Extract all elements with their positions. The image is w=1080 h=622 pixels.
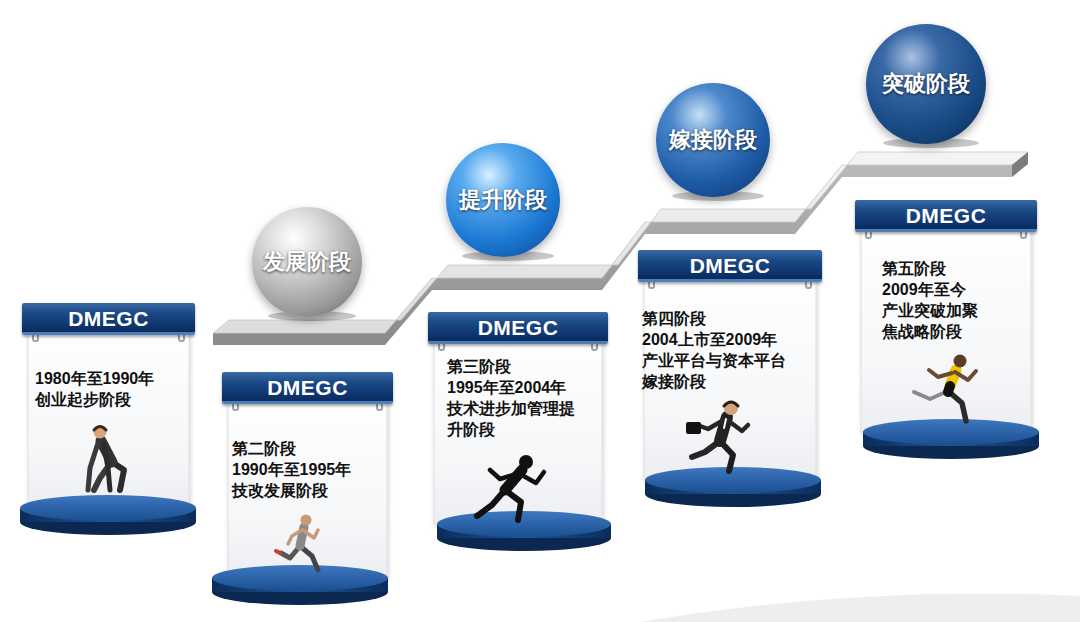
- hair: [724, 402, 738, 406]
- sprinter: [477, 455, 544, 520]
- card-body: 第四阶段2004上市至2009年产业平台与资本平台嫁接阶段: [638, 282, 790, 392]
- disc-top: [20, 495, 196, 521]
- disc-top: [437, 511, 611, 537]
- pedestals: [20, 419, 1039, 605]
- arm: [490, 470, 516, 479]
- arm: [303, 530, 318, 538]
- figures: [88, 355, 976, 571]
- head: [519, 455, 533, 469]
- card-text: 2004上市至2009年: [642, 329, 790, 350]
- card-text: 第二阶段: [232, 438, 380, 459]
- card-text: 1990年至1995年: [232, 459, 380, 480]
- card-text: 第五阶段: [882, 258, 982, 279]
- disc-top: [212, 565, 388, 591]
- pedestal: [20, 495, 196, 535]
- stage-card: DMEGC第五阶段2009年至今产业突破加聚焦战略阶段: [855, 200, 1037, 342]
- disc-top: [863, 419, 1039, 445]
- stage-card: DMEGC第二阶段1990年至1995年技改发展阶段: [222, 372, 393, 501]
- card-text: 2009年至今: [882, 279, 982, 300]
- stage-sphere: 突破阶段: [866, 24, 986, 144]
- card-header: DMEGC: [855, 200, 1037, 232]
- card-header: DMEGC: [638, 250, 822, 282]
- arm: [104, 445, 110, 490]
- shorts: [948, 386, 950, 392]
- sphere-label: 发展阶段: [263, 247, 351, 277]
- step-side: [1012, 152, 1028, 177]
- stage-card: DMEGC第四阶段2004上市至2009年产业平台与资本平台嫁接阶段: [638, 250, 822, 392]
- card-text: 技改发展阶段: [232, 480, 380, 501]
- sphere-label: 提升阶段: [459, 185, 547, 215]
- stage-sphere: 提升阶段: [446, 143, 560, 257]
- briefcase: [686, 422, 701, 434]
- disc-top: [645, 467, 821, 493]
- card-text: 1980年至1990年: [35, 368, 183, 389]
- head: [94, 426, 107, 439]
- arm: [520, 472, 544, 483]
- head: [301, 515, 312, 526]
- card-header: DMEGC: [22, 303, 195, 335]
- arm: [288, 530, 302, 544]
- hair: [94, 427, 106, 431]
- businessman: [686, 401, 748, 471]
- sphere-label: 突破阶段: [882, 69, 970, 99]
- card-body: 第三阶段1995年至2004年技术进步加管理提升阶段: [428, 344, 579, 440]
- pedestal: [863, 419, 1039, 459]
- crouching-man: [88, 426, 124, 491]
- runner: [276, 515, 318, 571]
- stage-sphere: 发展阶段: [252, 207, 362, 317]
- card-body: 1980年至1990年创业起步阶段: [22, 335, 183, 410]
- pedestal: [437, 511, 611, 551]
- stage-card: DMEGC1980年至1990年创业起步阶段: [22, 303, 195, 410]
- card-text: 技术进步加管理提升阶段: [447, 398, 579, 440]
- shirt: [724, 419, 726, 428]
- card-panel: [861, 215, 1031, 432]
- card-text: 1995年至2004年: [447, 377, 579, 398]
- sphere-label: 嫁接阶段: [669, 125, 757, 155]
- arm: [726, 419, 748, 431]
- swoosh: [640, 593, 1080, 622]
- stage-sphere: 嫁接阶段: [656, 83, 770, 197]
- arm: [88, 443, 98, 490]
- card-panel: [228, 387, 387, 578]
- card-body: 第二阶段1990年至1995年技改发展阶段: [222, 404, 380, 501]
- card-header: DMEGC: [222, 372, 393, 404]
- card-body: 第五阶段2009年至今产业突破加聚焦战略阶段: [855, 232, 982, 342]
- card-header: DMEGC: [428, 312, 608, 344]
- card-text: 产业突破加聚焦战略阶段: [882, 300, 982, 342]
- head: [954, 355, 967, 368]
- card-text: 产业平台与资本平台嫁接阶段: [642, 350, 790, 392]
- arm: [929, 370, 952, 377]
- card-panel: [434, 327, 602, 524]
- stage-card: DMEGC第三阶段1995年至2004年技术进步加管理提升阶段: [428, 312, 608, 440]
- arm: [955, 371, 976, 380]
- card-panel: [28, 318, 189, 508]
- head: [724, 401, 738, 415]
- leg: [914, 391, 948, 399]
- arm: [700, 421, 722, 429]
- shoe: [276, 551, 280, 553]
- card-text: 第三阶段: [447, 356, 579, 377]
- card-panel: [644, 265, 816, 480]
- pedestal: [212, 565, 388, 605]
- leg: [477, 490, 505, 516]
- card-text: 第四阶段: [642, 308, 790, 329]
- pedestal: [645, 467, 821, 507]
- card-text: 创业起步阶段: [35, 389, 183, 410]
- athlete: [914, 355, 976, 422]
